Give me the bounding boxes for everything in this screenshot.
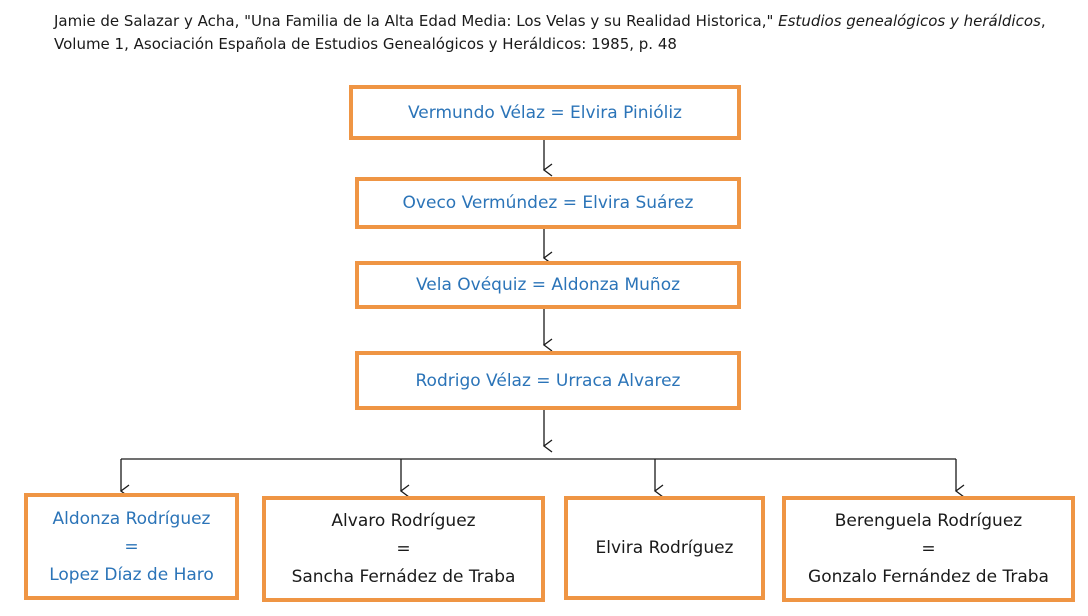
generation-1-couple: Vermundo Vélaz = Elvira Pinióliz [408, 102, 682, 123]
child-2-box: Alvaro Rodríguez = Sancha Fernádez de Tr… [262, 496, 545, 602]
child-1-marriage-sign: = [124, 536, 139, 557]
citation-publication-details: , Volume 1, Asociación Española de Estud… [54, 12, 1046, 53]
generation-2-box: Oveco Vermúndez = Elvira Suárez [355, 177, 741, 229]
child-2-name: Alvaro Rodríguez [331, 511, 476, 531]
child-1-box: Aldonza Rodríguez = Lopez Díaz de Haro [24, 493, 239, 600]
citation-author-title: Jamie de Salazar y Acha, "Una Familia de… [54, 12, 779, 30]
child-3-name: Elvira Rodríguez [595, 538, 734, 558]
source-citation: Jamie de Salazar y Acha, "Una Familia de… [54, 10, 1054, 56]
child-2-marriage-sign: = [396, 539, 411, 559]
child-4-box: Berenguela Rodríguez = Gonzalo Fernández… [782, 496, 1075, 602]
child-1-spouse: Lopez Díaz de Haro [49, 564, 214, 585]
generation-3-box: Vela Ovéquiz = Aldonza Muñoz [355, 261, 741, 309]
generation-1-box: Vermundo Vélaz = Elvira Pinióliz [349, 85, 741, 140]
child-3-box: Elvira Rodríguez [564, 496, 765, 600]
child-4-spouse: Gonzalo Fernández de Traba [808, 567, 1049, 587]
generation-4-couple: Rodrigo Vélaz = Urraca Alvarez [415, 370, 681, 391]
child-4-name: Berenguela Rodríguez [834, 511, 1023, 531]
child-2-spouse: Sancha Fernádez de Traba [291, 567, 516, 587]
generation-3-couple: Vela Ovéquiz = Aldonza Muñoz [415, 275, 681, 295]
generation-2-couple: Oveco Vermúndez = Elvira Suárez [402, 193, 694, 213]
child-1-name: Aldonza Rodríguez [52, 508, 211, 529]
citation-journal: Estudios genealógicos y heráldicos [778, 12, 1041, 30]
child-4-marriage-sign: = [921, 539, 936, 559]
generation-4-box: Rodrigo Vélaz = Urraca Alvarez [355, 351, 741, 410]
